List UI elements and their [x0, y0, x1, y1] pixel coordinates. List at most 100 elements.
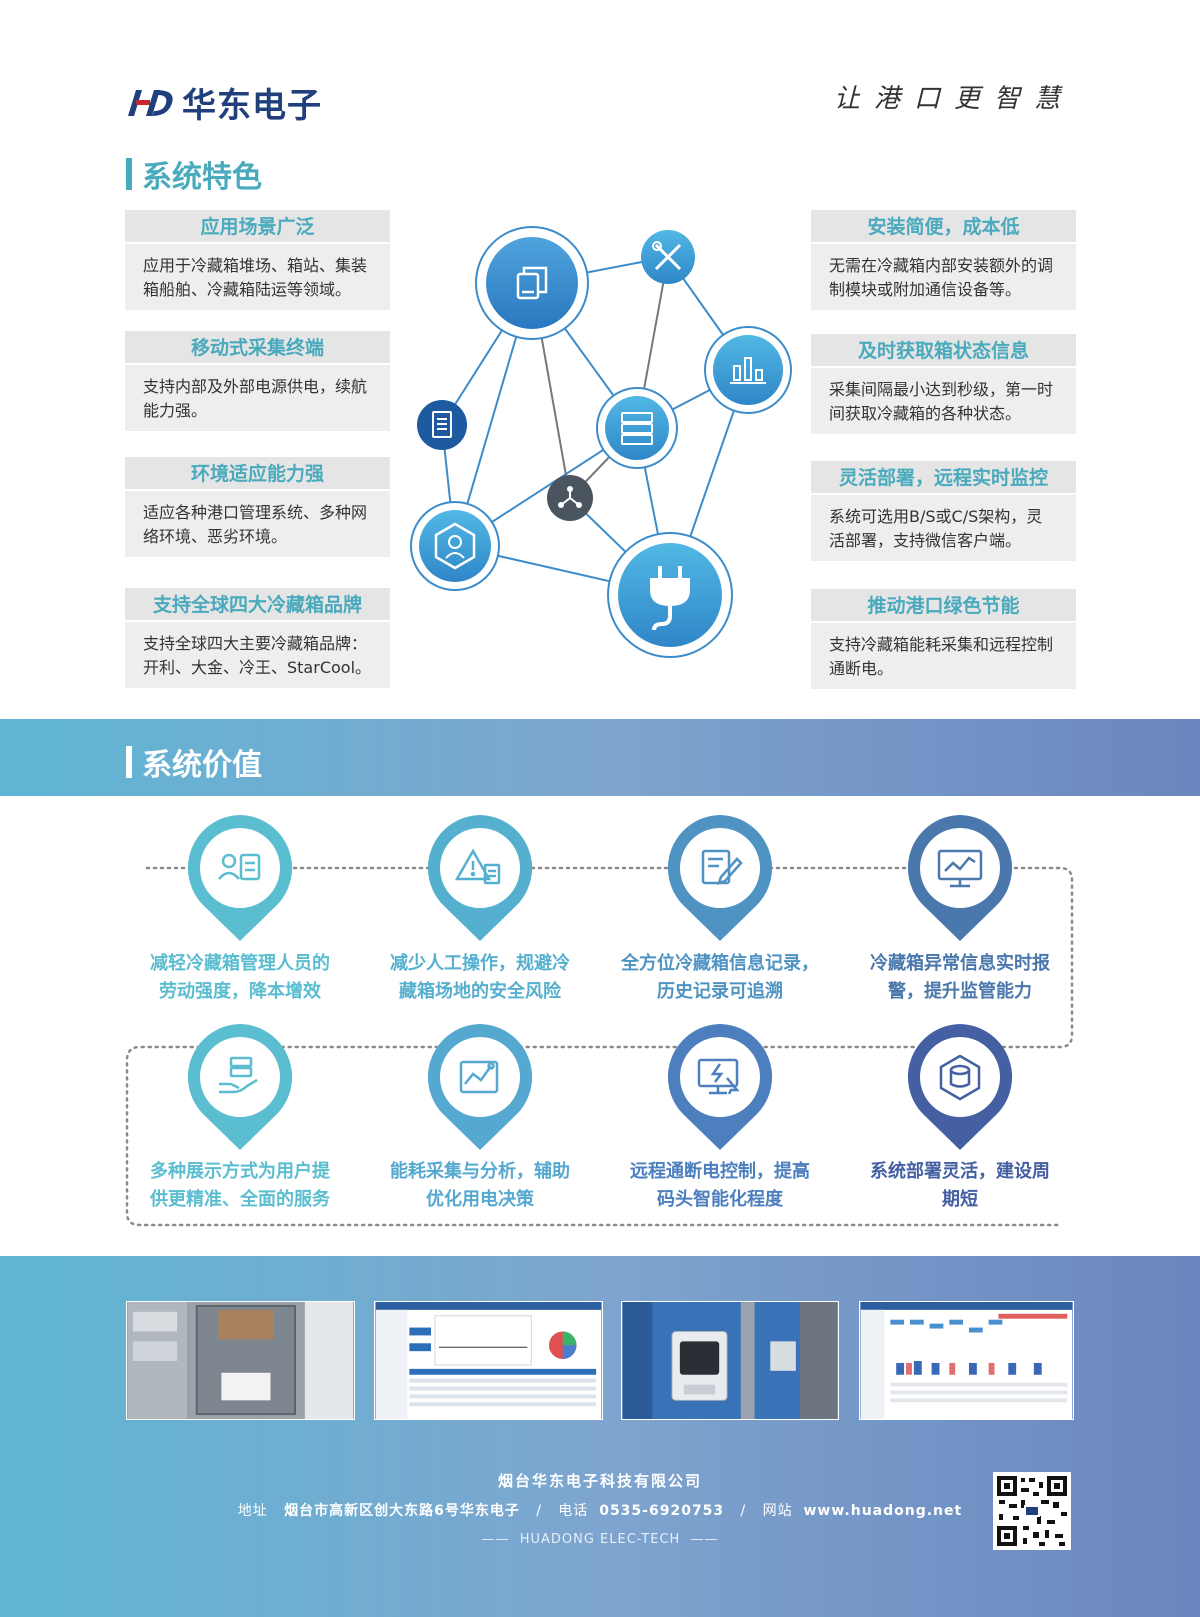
feature-desc: 应用于冷藏箱堆场、箱站、集装箱船舶、冷藏箱陆运等领域。 — [143, 256, 368, 299]
value-text-3: 全方位冷藏箱信息记录， 历史记录可追溯 — [610, 950, 830, 1006]
value-line: 冷藏箱异常信息实时报 — [870, 953, 1050, 974]
hand-server-icon — [219, 1056, 258, 1094]
values-connector — [125, 866, 1074, 1227]
value-line: 历史记录可追溯 — [657, 981, 783, 1002]
deploy-hex-icon — [939, 1054, 981, 1101]
english-name-text: HUADONG ELEC-TECH — [519, 1532, 681, 1547]
value-pin-7 — [667, 1024, 773, 1150]
user-id-icon — [218, 853, 261, 881]
phone-label: 电话 — [558, 1503, 589, 1519]
tools-icon — [641, 230, 695, 284]
feature-title: 应用场景广泛 — [125, 210, 390, 244]
feature-desc: 采集间隔最小达到秒级，第一时间获取冷藏箱的各种状态。 — [829, 380, 1054, 423]
value-line: 期短 — [942, 1189, 978, 1210]
feature-desc: 适应各种港口管理系统、多种网络环境、恶劣环境。 — [143, 503, 368, 546]
address-label: 地址 — [237, 1503, 268, 1519]
value-text-1: 减轻冷藏箱管理人员的 劳动强度，降本增效 — [130, 950, 350, 1006]
bar-chart-icon — [704, 326, 792, 414]
phone-value: 0535-6920753 — [599, 1503, 725, 1519]
feature-card-left-1: 应用场景广泛 应用于冷藏箱堆场、箱站、集装箱船舶、冷藏箱陆运等领域。 — [125, 210, 390, 310]
value-line: 能耗采集与分析，辅助 — [390, 1161, 570, 1182]
value-line: 供更精准、全面的服务 — [150, 1189, 330, 1210]
value-pin-5 — [187, 1024, 293, 1150]
feature-title: 灵活部署，远程实时监控 — [811, 461, 1076, 495]
address-value: 烟台市高新区创大东路6号华东电子 — [284, 1503, 520, 1519]
value-line: 全方位冷藏箱信息记录， — [621, 953, 819, 974]
photo-terminal-box — [126, 1301, 355, 1420]
qr-code-icon[interactable] — [993, 1472, 1071, 1550]
feature-title: 及时获取箱状态信息 — [811, 334, 1076, 368]
copy-icon — [475, 226, 589, 340]
title-bar — [126, 158, 132, 190]
remote-control-icon — [697, 1058, 740, 1095]
screenshot-dashboard — [374, 1301, 603, 1420]
feature-card-left-2: 移动式采集终端 支持内部及外部电源供电，续航能力强。 — [125, 331, 390, 431]
value-line: 远程通断电控制，提高 — [630, 1161, 810, 1182]
value-pin-2 — [427, 815, 533, 941]
hd-logo-icon — [128, 89, 173, 116]
value-pin-8 — [907, 1024, 1013, 1150]
value-line: 劳动强度，降本增效 — [159, 981, 321, 1002]
values-section-title: 系统价值 — [126, 740, 262, 784]
slogan: 让港口更智慧 — [833, 84, 1074, 114]
feature-card-right-1: 安装简便，成本低 无需在冷藏箱内部安装额外的调制模块或附加通信设备等。 — [811, 210, 1076, 310]
warning-doc-icon — [454, 848, 501, 885]
feature-title: 安装简便，成本低 — [811, 210, 1076, 244]
feature-desc: 无需在冷藏箱内部安装额外的调制模块或附加通信设备等。 — [829, 256, 1054, 299]
feature-card-right-4: 推动港口绿色节能 支持冷藏箱能耗采集和远程控制通断电。 — [811, 589, 1076, 689]
website-link[interactable]: www.huadong.net — [803, 1503, 963, 1519]
value-line: 多种展示方式为用户提 — [150, 1161, 330, 1182]
value-line: 减轻冷藏箱管理人员的 — [150, 953, 330, 974]
network-diagram — [410, 226, 792, 658]
value-text-4: 冷藏箱异常信息实时报 警，提升监管能力 — [850, 950, 1070, 1006]
footer-contact: 地址 烟台市高新区创大东路6号华东电子 / 电话 0535-6920753 / … — [237, 1503, 963, 1519]
values-title-text: 系统价值 — [142, 748, 262, 783]
value-pin-3 — [667, 815, 773, 941]
value-pin-1 — [187, 815, 293, 941]
values-header-band — [0, 719, 1200, 796]
edit-doc-icon — [701, 849, 743, 885]
website-label: 网站 — [762, 1503, 793, 1519]
feature-desc: 支持内部及外部电源供电，续航能力强。 — [143, 377, 368, 420]
value-line: 优化用电决策 — [426, 1189, 534, 1210]
company-logo: 华东电子 — [126, 78, 322, 127]
monitor-chart-icon — [937, 849, 983, 888]
value-text-6: 能耗采集与分析，辅助 优化用电决策 — [370, 1158, 590, 1214]
badge-icon — [410, 501, 500, 591]
feature-card-left-3: 环境适应能力强 适应各种港口管理系统、多种网络环境、恶劣环境。 — [125, 457, 390, 557]
feature-desc: 系统可选用B/S或C/S架构，灵活部署，支持微信客户端。 — [829, 507, 1043, 550]
feature-card-right-3: 灵活部署，远程实时监控 系统可选用B/S或C/S架构，灵活部署，支持微信客户端。 — [811, 461, 1076, 561]
server-icon — [596, 387, 678, 469]
hub-icon — [547, 475, 593, 521]
footer-company-name: 烟台华东电子科技有限公司 — [497, 1472, 702, 1490]
document-icon — [417, 400, 467, 450]
values-section: 减轻冷藏箱管理人员的 劳动强度，降本增效 减少人工操作，规避冷 藏箱场地的安全风… — [0, 800, 1200, 1240]
value-text-2: 减少人工操作，规避冷 藏箱场地的安全风险 — [370, 950, 590, 1006]
feature-title: 环境适应能力强 — [125, 457, 390, 491]
value-line: 减少人工操作，规避冷 — [390, 953, 570, 974]
value-text-7: 远程通断电控制，提高 码头智能化程度 — [610, 1158, 830, 1214]
value-pin-6 — [427, 1024, 533, 1150]
value-line: 码头智能化程度 — [657, 1189, 783, 1210]
value-line: 藏箱场地的安全风险 — [399, 981, 561, 1002]
feature-card-right-2: 及时获取箱状态信息 采集间隔最小达到秒级，第一时间获取冷藏箱的各种状态。 — [811, 334, 1076, 434]
screenshot-container-grid — [859, 1301, 1074, 1420]
features-title-text: 系统特色 — [142, 160, 262, 195]
feature-title: 推动港口绿色节能 — [811, 589, 1076, 623]
brand-name: 华东电子 — [182, 86, 322, 126]
title-bar — [126, 746, 132, 778]
value-text-8: 系统部署灵活，建设周 期短 — [850, 1158, 1070, 1214]
feature-desc: 支持冷藏箱能耗采集和远程控制通断电。 — [829, 635, 1054, 678]
value-text-5: 多种展示方式为用户提 供更精准、全面的服务 — [130, 1158, 350, 1214]
feature-card-left-4: 支持全球四大冷藏箱品牌 支持全球四大主要冷藏箱品牌：开利、大金、冷王、StarC… — [125, 588, 390, 688]
photo-device — [621, 1301, 839, 1420]
feature-title: 移动式采集终端 — [125, 331, 390, 365]
feature-title: 支持全球四大冷藏箱品牌 — [125, 588, 390, 622]
value-line: 警，提升监管能力 — [888, 981, 1032, 1002]
feature-desc: 支持全球四大主要冷藏箱品牌：开利、大金、冷王、StarCool。 — [143, 634, 372, 677]
features-section-title: 系统特色 — [126, 152, 262, 196]
value-pin-4 — [907, 815, 1013, 941]
value-line: 系统部署灵活，建设周 — [870, 1161, 1050, 1182]
footer-english-name: —— HUADONG ELEC-TECH —— — [481, 1532, 719, 1547]
analytics-icon — [459, 1060, 499, 1094]
